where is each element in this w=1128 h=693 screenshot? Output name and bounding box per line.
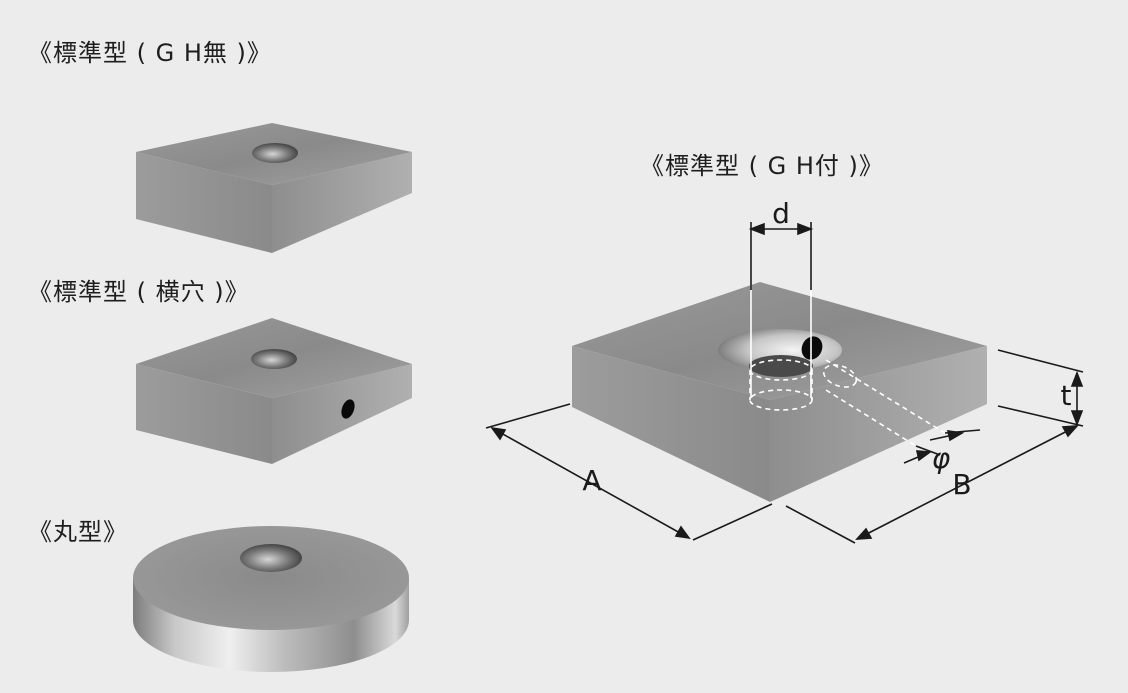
- dim-label-phi: φ: [932, 442, 951, 475]
- plate-side-face: [272, 152, 412, 253]
- plate-front-face: [572, 346, 770, 502]
- dimension-lines: [490, 222, 1084, 540]
- disc-top-face: [133, 526, 409, 630]
- caption-standard-no-gh: 《標準型 ( G H無 )》: [28, 39, 272, 67]
- side-hole-opening-icon: [801, 336, 823, 360]
- dim-label-t: t: [1061, 379, 1072, 412]
- side-hole-icon: [341, 399, 355, 419]
- dim-label-b: B: [952, 468, 971, 501]
- plate-round: [133, 526, 409, 672]
- center-hole-icon: [251, 349, 297, 369]
- dim-label-d: d: [772, 197, 790, 230]
- plate-standard-no-gh: [136, 123, 412, 253]
- dim-label-a: A: [582, 464, 601, 497]
- hole-bore-icon: [749, 355, 813, 377]
- caption-round: 《丸型》: [28, 518, 128, 546]
- center-hole-icon: [240, 544, 302, 572]
- plate-standard-side-hole: [136, 318, 412, 464]
- plate-standard-with-gh: d t φ A B: [485, 197, 1084, 544]
- center-hole-icon: [252, 143, 298, 163]
- plate-front-face: [136, 152, 272, 253]
- plate-side-face: [770, 346, 987, 502]
- plate-front-face: [136, 364, 272, 464]
- caption-standard-with-gh: 《標準型 ( G H付 )》: [640, 152, 884, 180]
- caption-standard-side-hole: 《標準型 ( 横穴 )》: [28, 278, 250, 306]
- hidden-lines: [749, 359, 946, 447]
